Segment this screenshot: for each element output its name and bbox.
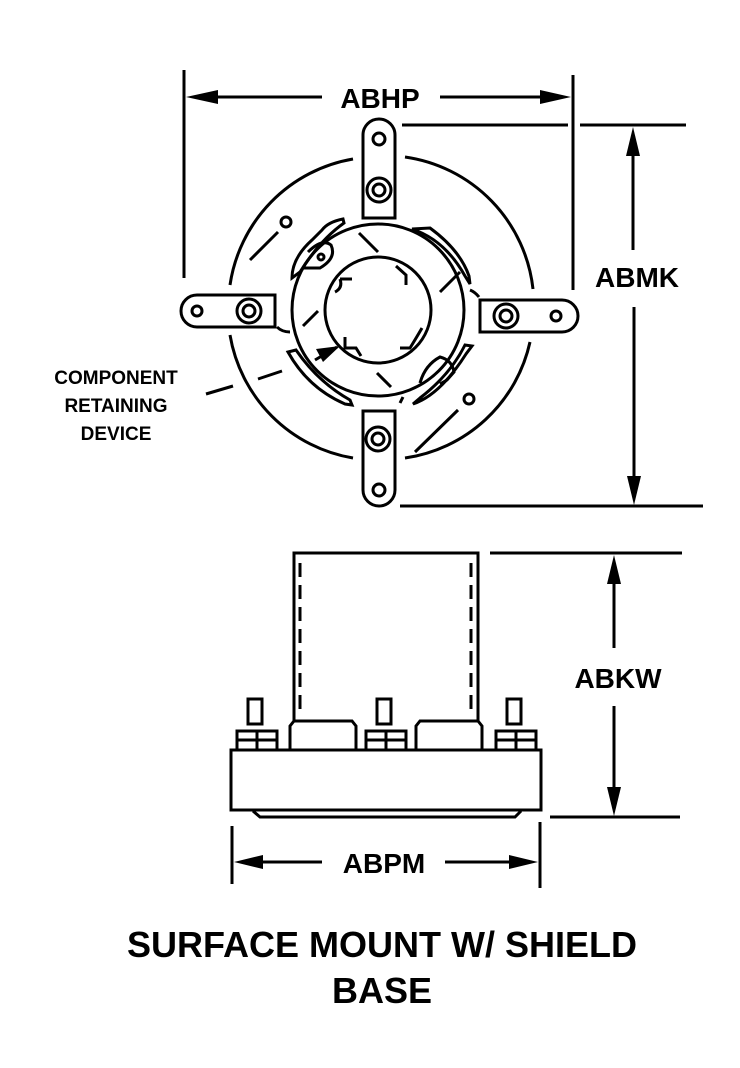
hole-leader (413, 408, 460, 454)
terminal-lug-top (361, 117, 397, 220)
dimension-abhp (182, 70, 575, 290)
top-view (179, 70, 703, 508)
boss (414, 719, 484, 750)
arrowhead-right (540, 90, 571, 104)
callout-arrow (314, 345, 340, 362)
callout-label-line2: RETAINING (64, 396, 167, 417)
dimension-abmk (400, 123, 703, 508)
dimension-label-abmk: ABMK (595, 262, 679, 293)
drawing-title-line2: BASE (332, 970, 432, 1011)
callout-leader (205, 384, 234, 396)
base-bottom-lip (252, 809, 523, 819)
arrowhead-left (234, 855, 263, 869)
retaining-clip (411, 226, 472, 285)
terminal-post (494, 697, 538, 752)
arrowhead-up (626, 127, 640, 156)
retaining-clip (290, 217, 346, 282)
hole-leader (248, 230, 280, 262)
bayonet-notch (334, 277, 352, 294)
clip-rivet (316, 252, 326, 262)
base-body (229, 748, 543, 812)
side-view (229, 551, 682, 888)
dimension-label-abkw: ABKW (574, 663, 662, 694)
hidden-line (301, 309, 320, 328)
mounting-hole (462, 392, 476, 406)
bayonet-notch (343, 337, 363, 357)
arrowhead-down (607, 787, 621, 816)
drawing-title-line1: SURFACE MOUNT W/ SHIELD (127, 924, 637, 965)
hidden-line (357, 231, 380, 254)
bayonet-notch (394, 264, 408, 285)
dimension-label-abhp: ABHP (340, 83, 419, 114)
callout-leader (257, 369, 283, 381)
callout-label-line1: COMPONENT (54, 368, 178, 389)
hidden-line (398, 396, 405, 404)
terminal-lug-left (179, 293, 291, 334)
mounting-hole (279, 215, 293, 229)
callout-label-line3: DEVICE (81, 424, 152, 445)
hidden-line (375, 371, 393, 389)
dimension-abkw (490, 551, 682, 819)
retaining-clip (285, 348, 355, 407)
arrowhead-left (186, 90, 218, 104)
socket-ring (290, 222, 466, 398)
socket-opening (323, 255, 433, 365)
dimension-abpm (230, 822, 542, 888)
outer-flange (228, 155, 535, 460)
hidden-line (438, 270, 462, 294)
arrowhead-right (509, 855, 538, 869)
retaining-clip (412, 343, 475, 406)
terminal-post (364, 697, 408, 752)
bayonet-notch (400, 327, 424, 350)
retaining-clip-tab (418, 355, 456, 386)
shield-can (292, 551, 480, 721)
terminal-post (235, 697, 279, 752)
terminal-lug-right (469, 288, 580, 334)
arrowhead-down (627, 476, 641, 505)
dimension-label-abpm: ABPM (343, 848, 425, 879)
boss (288, 719, 358, 750)
terminal-lug-bottom (361, 409, 397, 508)
arrowhead-up (607, 555, 621, 584)
retaining-clip-tab (304, 241, 335, 270)
